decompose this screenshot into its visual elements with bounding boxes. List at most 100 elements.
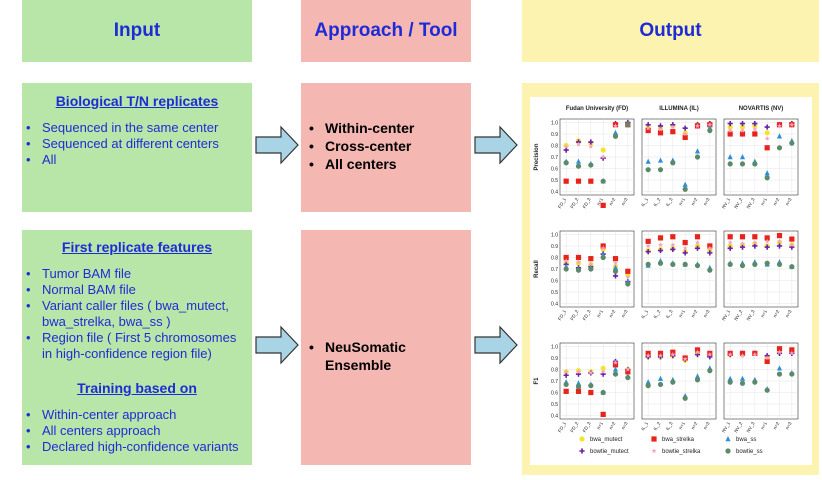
data-point bbox=[764, 175, 770, 181]
x-tick-label: n=3 bbox=[784, 309, 792, 319]
legend-entry: bowtie_ss bbox=[736, 449, 763, 455]
x-tick-label: IL_2 bbox=[653, 421, 662, 432]
data-point bbox=[777, 238, 782, 244]
training-item: Within-center approach bbox=[24, 407, 250, 423]
bio-replicates-title: Biological T/N replicates bbox=[55, 93, 219, 109]
data-point bbox=[776, 243, 783, 249]
data-point bbox=[625, 122, 631, 128]
data-point bbox=[682, 245, 688, 251]
data-point bbox=[764, 260, 770, 266]
data-point bbox=[563, 160, 569, 166]
data-point bbox=[707, 245, 713, 251]
x-tick-label: NV_3 bbox=[746, 421, 756, 434]
x-tick-label: NV_3 bbox=[746, 309, 756, 322]
bio-item: Sequenced at different centers bbox=[24, 136, 250, 152]
feature-item: Variant caller files ( bwa_mutect, bwa_s… bbox=[24, 298, 250, 330]
data-point bbox=[682, 181, 688, 187]
y-tick-label: 0.5 bbox=[551, 178, 558, 184]
data-point bbox=[600, 365, 606, 371]
x-tick-label: NV_1 bbox=[721, 197, 731, 210]
data-point bbox=[612, 362, 619, 368]
data-point bbox=[694, 245, 701, 251]
y-tick-label: 0.4 bbox=[551, 301, 558, 307]
data-point bbox=[576, 259, 581, 265]
data-point bbox=[613, 359, 618, 365]
x-tick-label: n=1 bbox=[678, 197, 686, 207]
approach-item: Within-center bbox=[307, 119, 467, 137]
data-point bbox=[588, 389, 594, 396]
data-point bbox=[707, 267, 713, 273]
data-point bbox=[789, 242, 795, 247]
data-point bbox=[764, 170, 770, 176]
data-point bbox=[776, 346, 783, 352]
approach-header: Approach / Tool bbox=[301, 0, 471, 62]
data-point bbox=[670, 129, 676, 135]
data-point bbox=[645, 353, 651, 358]
approach-item: Cross-center bbox=[307, 137, 467, 155]
data-point bbox=[707, 250, 713, 256]
x-tick-label: n=3 bbox=[784, 421, 792, 431]
output-header: Output bbox=[522, 0, 819, 62]
x-tick-label: n=2 bbox=[772, 421, 780, 431]
legend-entry: bowtie_mutect bbox=[590, 449, 629, 455]
data-point bbox=[588, 266, 594, 272]
data-point bbox=[777, 123, 782, 129]
x-tick-label: n=1 bbox=[678, 309, 686, 319]
data-point bbox=[625, 369, 631, 375]
features-title: First replicate features bbox=[61, 239, 213, 255]
data-point bbox=[576, 369, 581, 374]
bio-replicates-list: Sequenced in the same center Sequenced a… bbox=[24, 120, 250, 168]
data-point bbox=[600, 245, 606, 251]
data-point bbox=[563, 266, 569, 272]
x-tick-label: IL_1 bbox=[640, 197, 649, 208]
data-point bbox=[645, 127, 651, 134]
data-point bbox=[657, 247, 664, 254]
data-point bbox=[600, 389, 606, 396]
x-tick-label: n=3 bbox=[702, 309, 710, 319]
x-tick-label: NV_2 bbox=[733, 197, 743, 210]
data-point bbox=[563, 258, 569, 264]
data-point bbox=[727, 379, 733, 385]
data-point bbox=[752, 234, 758, 240]
bio-item: All bbox=[24, 152, 250, 168]
data-point bbox=[645, 125, 651, 131]
x-tick-label: IL_1 bbox=[640, 309, 649, 320]
data-point bbox=[776, 371, 783, 377]
data-point bbox=[563, 178, 569, 184]
data-point bbox=[657, 381, 664, 388]
approach-top-list: Within-center Cross-center All centers bbox=[307, 119, 467, 173]
row-label: Recall bbox=[534, 260, 540, 278]
data-point bbox=[651, 448, 657, 454]
x-tick-label: NV_1 bbox=[721, 309, 731, 322]
data-point bbox=[739, 234, 746, 240]
data-point bbox=[563, 147, 569, 153]
arrow-icon bbox=[255, 125, 299, 165]
y-tick-label: 0.9 bbox=[551, 356, 558, 362]
data-point bbox=[575, 267, 582, 273]
data-point bbox=[657, 157, 664, 163]
data-point bbox=[727, 121, 733, 127]
x-tick-label: n=3 bbox=[702, 197, 710, 207]
data-point bbox=[682, 131, 688, 137]
data-point bbox=[752, 121, 758, 127]
arrow-icon bbox=[474, 325, 518, 365]
data-point bbox=[682, 356, 688, 362]
data-point bbox=[612, 256, 619, 262]
data-point bbox=[588, 162, 594, 168]
approach-item: All centers bbox=[307, 155, 467, 173]
x-tick-label: FD_3 bbox=[582, 197, 592, 210]
data-point bbox=[694, 234, 701, 240]
y-tick-label: 0.8 bbox=[551, 255, 558, 261]
data-point bbox=[752, 243, 758, 249]
data-point bbox=[612, 273, 619, 279]
features-box: First replicate features Tumor BAM file … bbox=[22, 230, 252, 465]
data-point bbox=[612, 133, 619, 139]
data-point bbox=[682, 239, 688, 246]
data-point bbox=[727, 127, 733, 133]
approach-header-label: Approach / Tool bbox=[314, 20, 458, 41]
data-point bbox=[707, 368, 713, 374]
x-tick-label: n=1 bbox=[760, 421, 768, 431]
data-point bbox=[575, 163, 582, 169]
data-point bbox=[682, 134, 688, 141]
x-tick-label: IL_3 bbox=[665, 421, 674, 432]
